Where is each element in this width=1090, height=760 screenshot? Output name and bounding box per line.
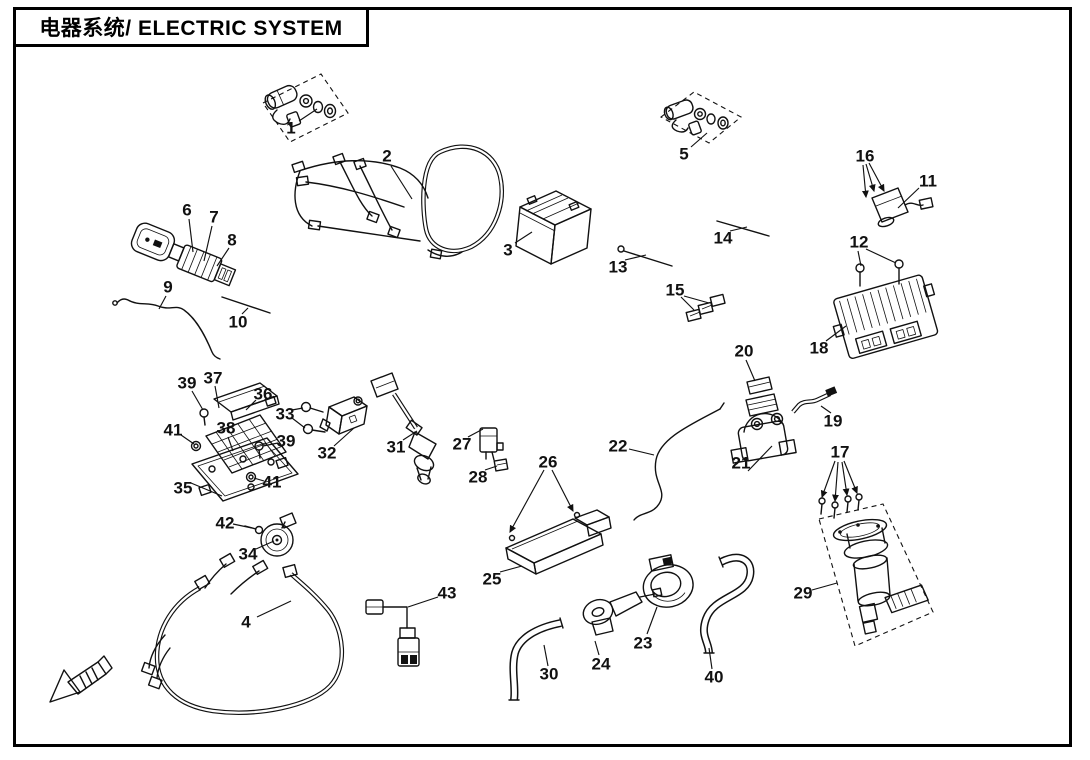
relay-27-drawing [479, 427, 504, 461]
hose-40-drawing [699, 553, 755, 654]
lock-set-kit-1-drawing [262, 73, 349, 143]
regulator-18-drawing [832, 274, 939, 359]
fuse-block-38-drawing [205, 414, 287, 474]
wire-harness-4-drawing [140, 552, 344, 715]
bracket-35-drawing [191, 437, 299, 502]
lock-set-kit-5-drawing [659, 91, 742, 144]
nuts-41-drawing [190, 440, 257, 483]
battery-3-drawing [515, 190, 592, 265]
diagram-title: 电器系统/ ELECTRIC SYSTEM [13, 7, 369, 47]
hose-30-drawing [508, 617, 564, 701]
bracket-19-drawing [791, 386, 838, 414]
clip-28-drawing [493, 458, 509, 472]
front-direction-arrow-icon [49, 655, 113, 703]
ignition-switch-6-7-8-drawing [130, 222, 237, 287]
spark-plug-cap-31-drawing [370, 372, 437, 485]
grommet-23-drawing [642, 554, 694, 608]
horn-34-drawing [260, 512, 297, 557]
starter-relay-21-drawing [730, 393, 797, 464]
rod-10-drawing [221, 296, 271, 314]
clips-15-drawing [685, 293, 726, 323]
leader-lines [158, 108, 920, 670]
bolts-33-drawing [300, 401, 326, 435]
pad-20-drawing [746, 376, 773, 395]
fuse-cover-36-drawing [213, 382, 280, 421]
cable-9-drawing [112, 298, 221, 360]
fuel-pump-29-drawing [818, 503, 934, 647]
valve-24-drawing [582, 587, 663, 636]
cable-22-drawing [633, 402, 725, 521]
main-wire-harness-2-drawing [291, 144, 504, 260]
sensor-43-drawing [365, 599, 420, 667]
ecu-25-drawing [505, 509, 612, 575]
page-border [13, 7, 1072, 747]
ignition-coil-32-drawing [319, 396, 368, 435]
strap-13-drawing [617, 245, 673, 267]
sensor-11-drawing [871, 187, 934, 228]
